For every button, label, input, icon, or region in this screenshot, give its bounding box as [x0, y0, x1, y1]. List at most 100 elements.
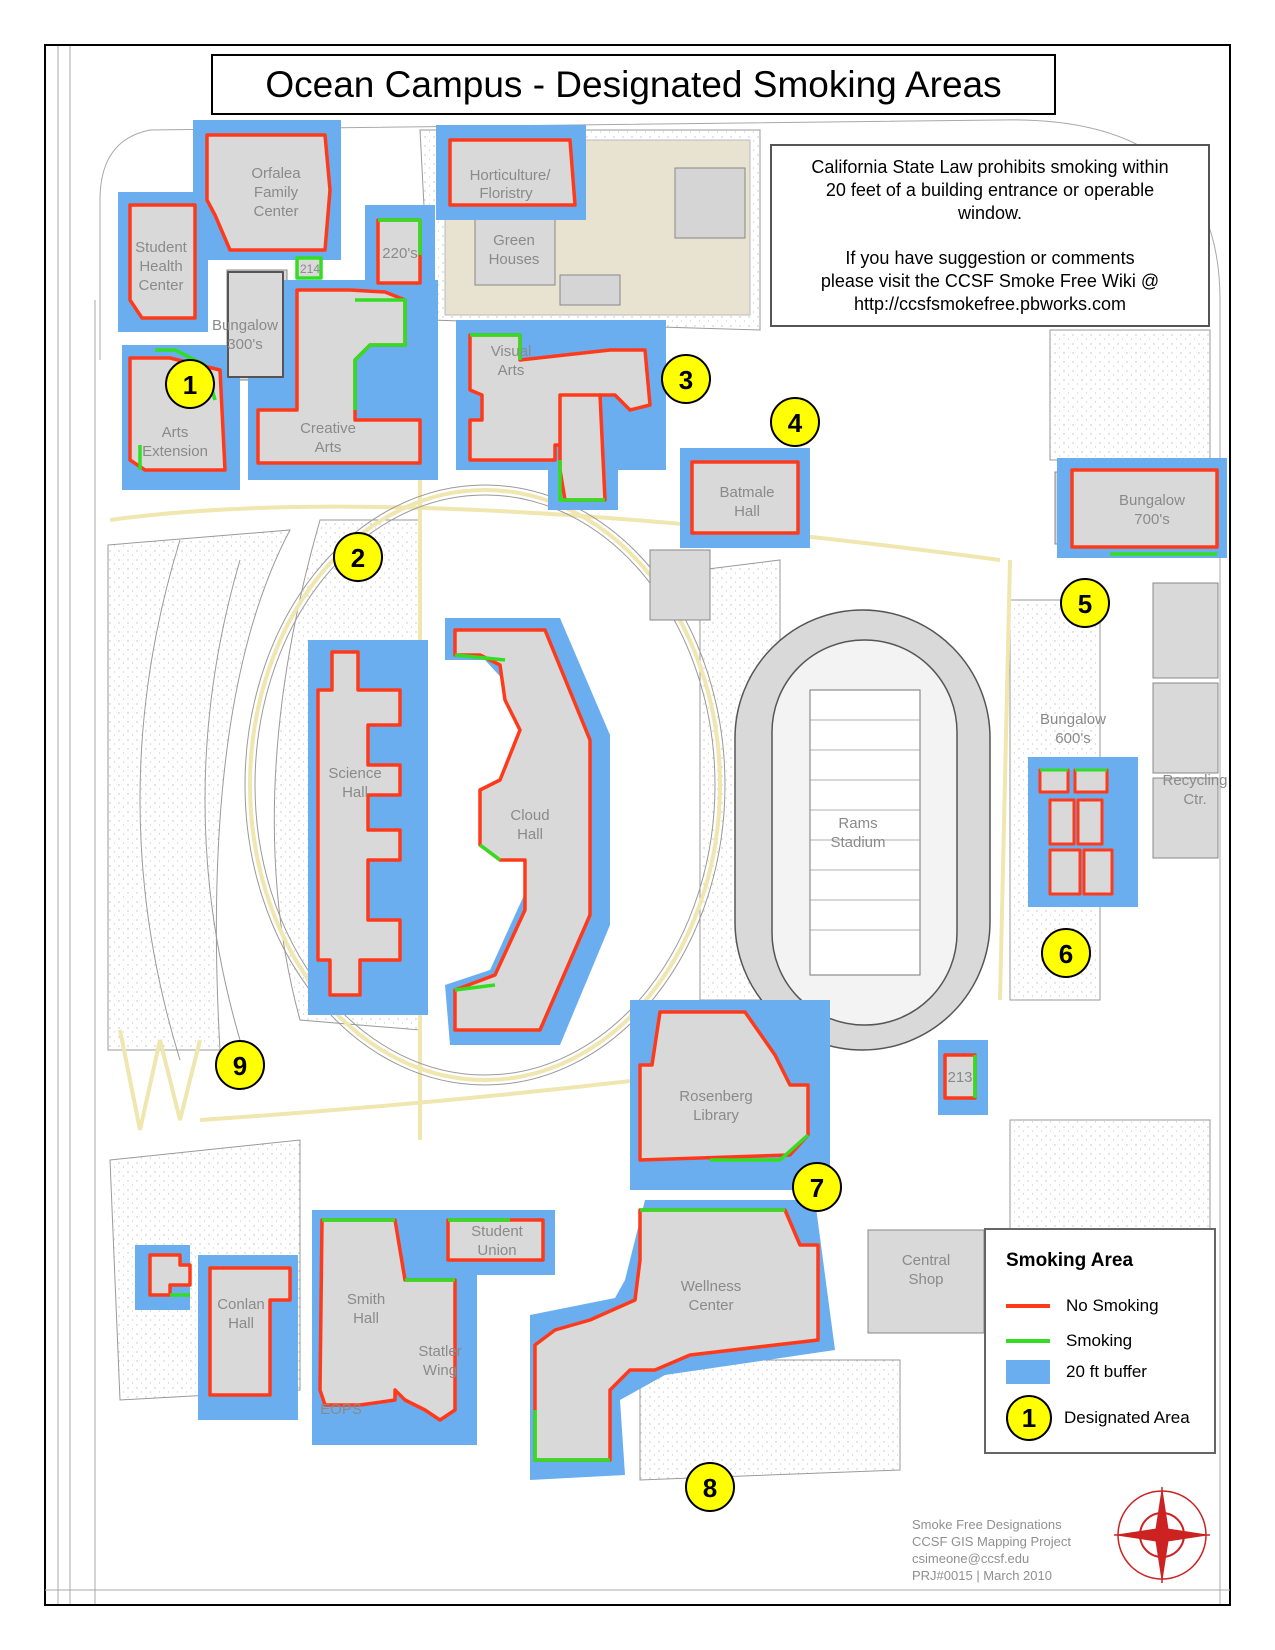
label-stadium-2: Stadium — [830, 834, 885, 851]
label-bungalow600-1: Bungalow — [1040, 711, 1106, 728]
label-rosenberg-1: Rosenberg — [679, 1088, 752, 1105]
legend-designated-label: Designated Area — [1064, 1408, 1190, 1427]
outlined-buildings — [128, 133, 1219, 1462]
marker-3[interactable]: 3 — [661, 354, 711, 404]
label-214: 214 — [300, 262, 320, 276]
label-arts-ext-2: Extension — [142, 443, 208, 460]
no-smoking-swatch — [1006, 1304, 1050, 1308]
label-220: 220's — [382, 245, 417, 262]
marker-9[interactable]: 9 — [215, 1040, 265, 1090]
label-stadium-1: Rams — [838, 815, 877, 832]
marker-5-number: 5 — [1078, 589, 1092, 619]
label-recycling-2: Ctr. — [1183, 791, 1206, 808]
label-rosenberg-2: Library — [693, 1107, 739, 1124]
tennis-courts — [1152, 582, 1219, 859]
label-science-2: Hall — [342, 784, 368, 801]
marker-4[interactable]: 4 — [770, 397, 820, 447]
credit-line-1: Smoke Free Designations — [912, 1517, 1062, 1532]
label-health-1: Student — [135, 239, 188, 256]
notice-line-3: window. — [957, 203, 1023, 223]
marker-1[interactable]: 1 — [165, 359, 215, 409]
marker-8-number: 8 — [703, 1473, 717, 1503]
label-cloud-1: Cloud — [510, 807, 549, 824]
legend-title: Smoking Area — [1006, 1250, 1134, 1271]
marker-4-number: 4 — [788, 408, 803, 438]
credit-line-2: CCSF GIS Mapping Project — [912, 1534, 1071, 1549]
notice-line-2: 20 feet of a building entrance or operab… — [825, 180, 1155, 200]
legend-buffer-label: 20 ft buffer — [1066, 1362, 1147, 1381]
label-arts-ext-1: Arts — [162, 424, 189, 441]
credit-email[interactable]: csimeone@ccsf.edu — [912, 1551, 1030, 1566]
designated-marker-swatch: 1 — [1006, 1395, 1052, 1441]
label-orfalea-1: Orfalea — [251, 165, 301, 182]
map-title-box: Ocean Campus - Designated Smoking Areas — [211, 54, 1056, 115]
legend: Smoking Area No Smoking Smoking 20 ft bu… — [984, 1228, 1216, 1454]
label-smith-1: Smith — [347, 1291, 385, 1308]
label-creative-1: Creative — [300, 420, 356, 437]
designated-markers: 1 2 3 4 5 6 7 8 9 — [165, 354, 1110, 1512]
label-health-3: Center — [138, 277, 183, 294]
notice-wiki-link[interactable]: http://ccsfsmokefree.pbworks.com — [853, 294, 1127, 314]
label-cloud-2: Hall — [517, 826, 543, 843]
street-lines — [45, 46, 1230, 1604]
label-horticulture-1: Horticulture/ — [470, 167, 552, 184]
marker-5[interactable]: 5 — [1060, 578, 1110, 628]
label-central-2: Shop — [908, 1271, 943, 1288]
marker-2[interactable]: 2 — [333, 532, 383, 582]
legend-no-smoking: No Smoking — [1006, 1296, 1159, 1316]
notice-line-4: If you have suggestion or comments — [845, 248, 1135, 268]
law-notice: California State Law prohibits smoking w… — [770, 144, 1210, 327]
label-horticulture-2: Floristry — [479, 185, 533, 202]
label-wellness-1: Wellness — [681, 1278, 742, 1295]
buffer-swatch — [1006, 1360, 1050, 1384]
legend-no-smoking-label: No Smoking — [1066, 1296, 1159, 1315]
walkway-outlines — [139, 484, 726, 1086]
label-central-1: Central — [902, 1252, 950, 1269]
marker-6-number: 6 — [1059, 939, 1073, 969]
label-visual-2: Arts — [498, 362, 525, 379]
label-batmale-2: Hall — [734, 503, 760, 520]
label-bungalow700-2: 700's — [1134, 511, 1169, 528]
label-bungalow700-1: Bungalow — [1119, 492, 1185, 509]
notice-line-5: please visit the CCSF Smoke Free Wiki @ — [820, 271, 1160, 291]
stadium — [734, 609, 991, 1051]
label-bungalow300-2: 300's — [227, 336, 262, 353]
label-union-2: Union — [477, 1242, 516, 1259]
label-213: 213 — [947, 1069, 972, 1086]
label-conlan-2: Hall — [228, 1315, 254, 1332]
parking-structure — [674, 167, 746, 239]
label-wellness-2: Center — [688, 1297, 733, 1314]
building-labels: Orfalea Family Center Horticulture/ Flor… — [135, 165, 1227, 1418]
label-union-1: Student — [471, 1223, 524, 1240]
label-recycling-1: Recycling — [1162, 772, 1227, 789]
ccsf-gis-logo — [1114, 1487, 1210, 1583]
marker-1-number: 1 — [183, 370, 197, 400]
legend-designated: 1 Designated Area — [1006, 1395, 1190, 1441]
credit-line-4: PRJ#0015 | March 2010 — [912, 1568, 1052, 1583]
label-orfalea-2: Family — [254, 184, 299, 201]
label-conlan-1: Conlan — [217, 1296, 265, 1313]
label-health-2: Health — [139, 258, 182, 275]
label-creative-2: Arts — [315, 439, 342, 456]
map-credit: Smoke Free Designations CCSF GIS Mapping… — [912, 1516, 1102, 1584]
label-eops: EOPS — [320, 1401, 362, 1418]
label-orfalea-3: Center — [253, 203, 298, 220]
map-title: Ocean Campus - Designated Smoking Areas — [265, 63, 1002, 105]
label-batmale-1: Batmale — [719, 484, 774, 501]
marker-8[interactable]: 8 — [685, 1462, 735, 1512]
parking-structure-2 — [559, 274, 621, 306]
marker-6[interactable]: 6 — [1041, 928, 1091, 978]
legend-smoking-label: Smoking — [1066, 1331, 1133, 1350]
marker-7[interactable]: 7 — [792, 1162, 842, 1212]
label-bungalow600-2: 600's — [1055, 730, 1090, 747]
marker-2-number: 2 — [351, 543, 365, 573]
marker-3-number: 3 — [679, 365, 693, 395]
smoking-swatch — [1006, 1339, 1050, 1343]
central-shop — [867, 1229, 985, 1334]
label-statler-2: Wing — [423, 1362, 457, 1379]
label-visual-1: Visual — [491, 343, 532, 360]
legend-smoking: Smoking — [1006, 1331, 1132, 1351]
marker-7-number: 7 — [810, 1173, 824, 1203]
label-green-2: Houses — [489, 251, 540, 268]
label-green-1: Green — [493, 232, 535, 249]
